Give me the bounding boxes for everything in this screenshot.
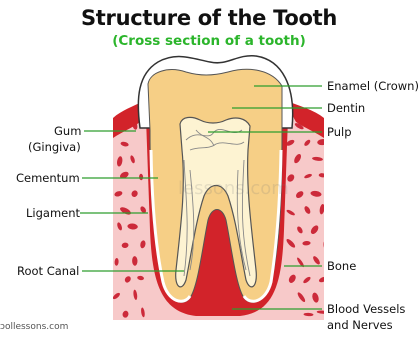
label-blood-vessels: Blood Vessels — [327, 302, 405, 317]
label-bone: Bone — [327, 259, 356, 274]
label-gingiva: (Gingiva) — [28, 140, 81, 155]
label-and-nerves: and Nerves — [327, 318, 393, 333]
watermark: lessons.com — [178, 178, 289, 199]
label-dentin: Dentin — [327, 101, 365, 116]
label-ligament: Ligament — [26, 206, 80, 221]
label-gum: Gum — [54, 124, 81, 139]
credit-text: ɔollessons.com — [0, 322, 68, 332]
label-root-canal: Root Canal — [17, 264, 79, 279]
label-enamel: Enamel (Crown) — [327, 79, 418, 94]
label-cementum: Cementum — [16, 171, 80, 186]
label-pulp: Pulp — [327, 125, 352, 140]
